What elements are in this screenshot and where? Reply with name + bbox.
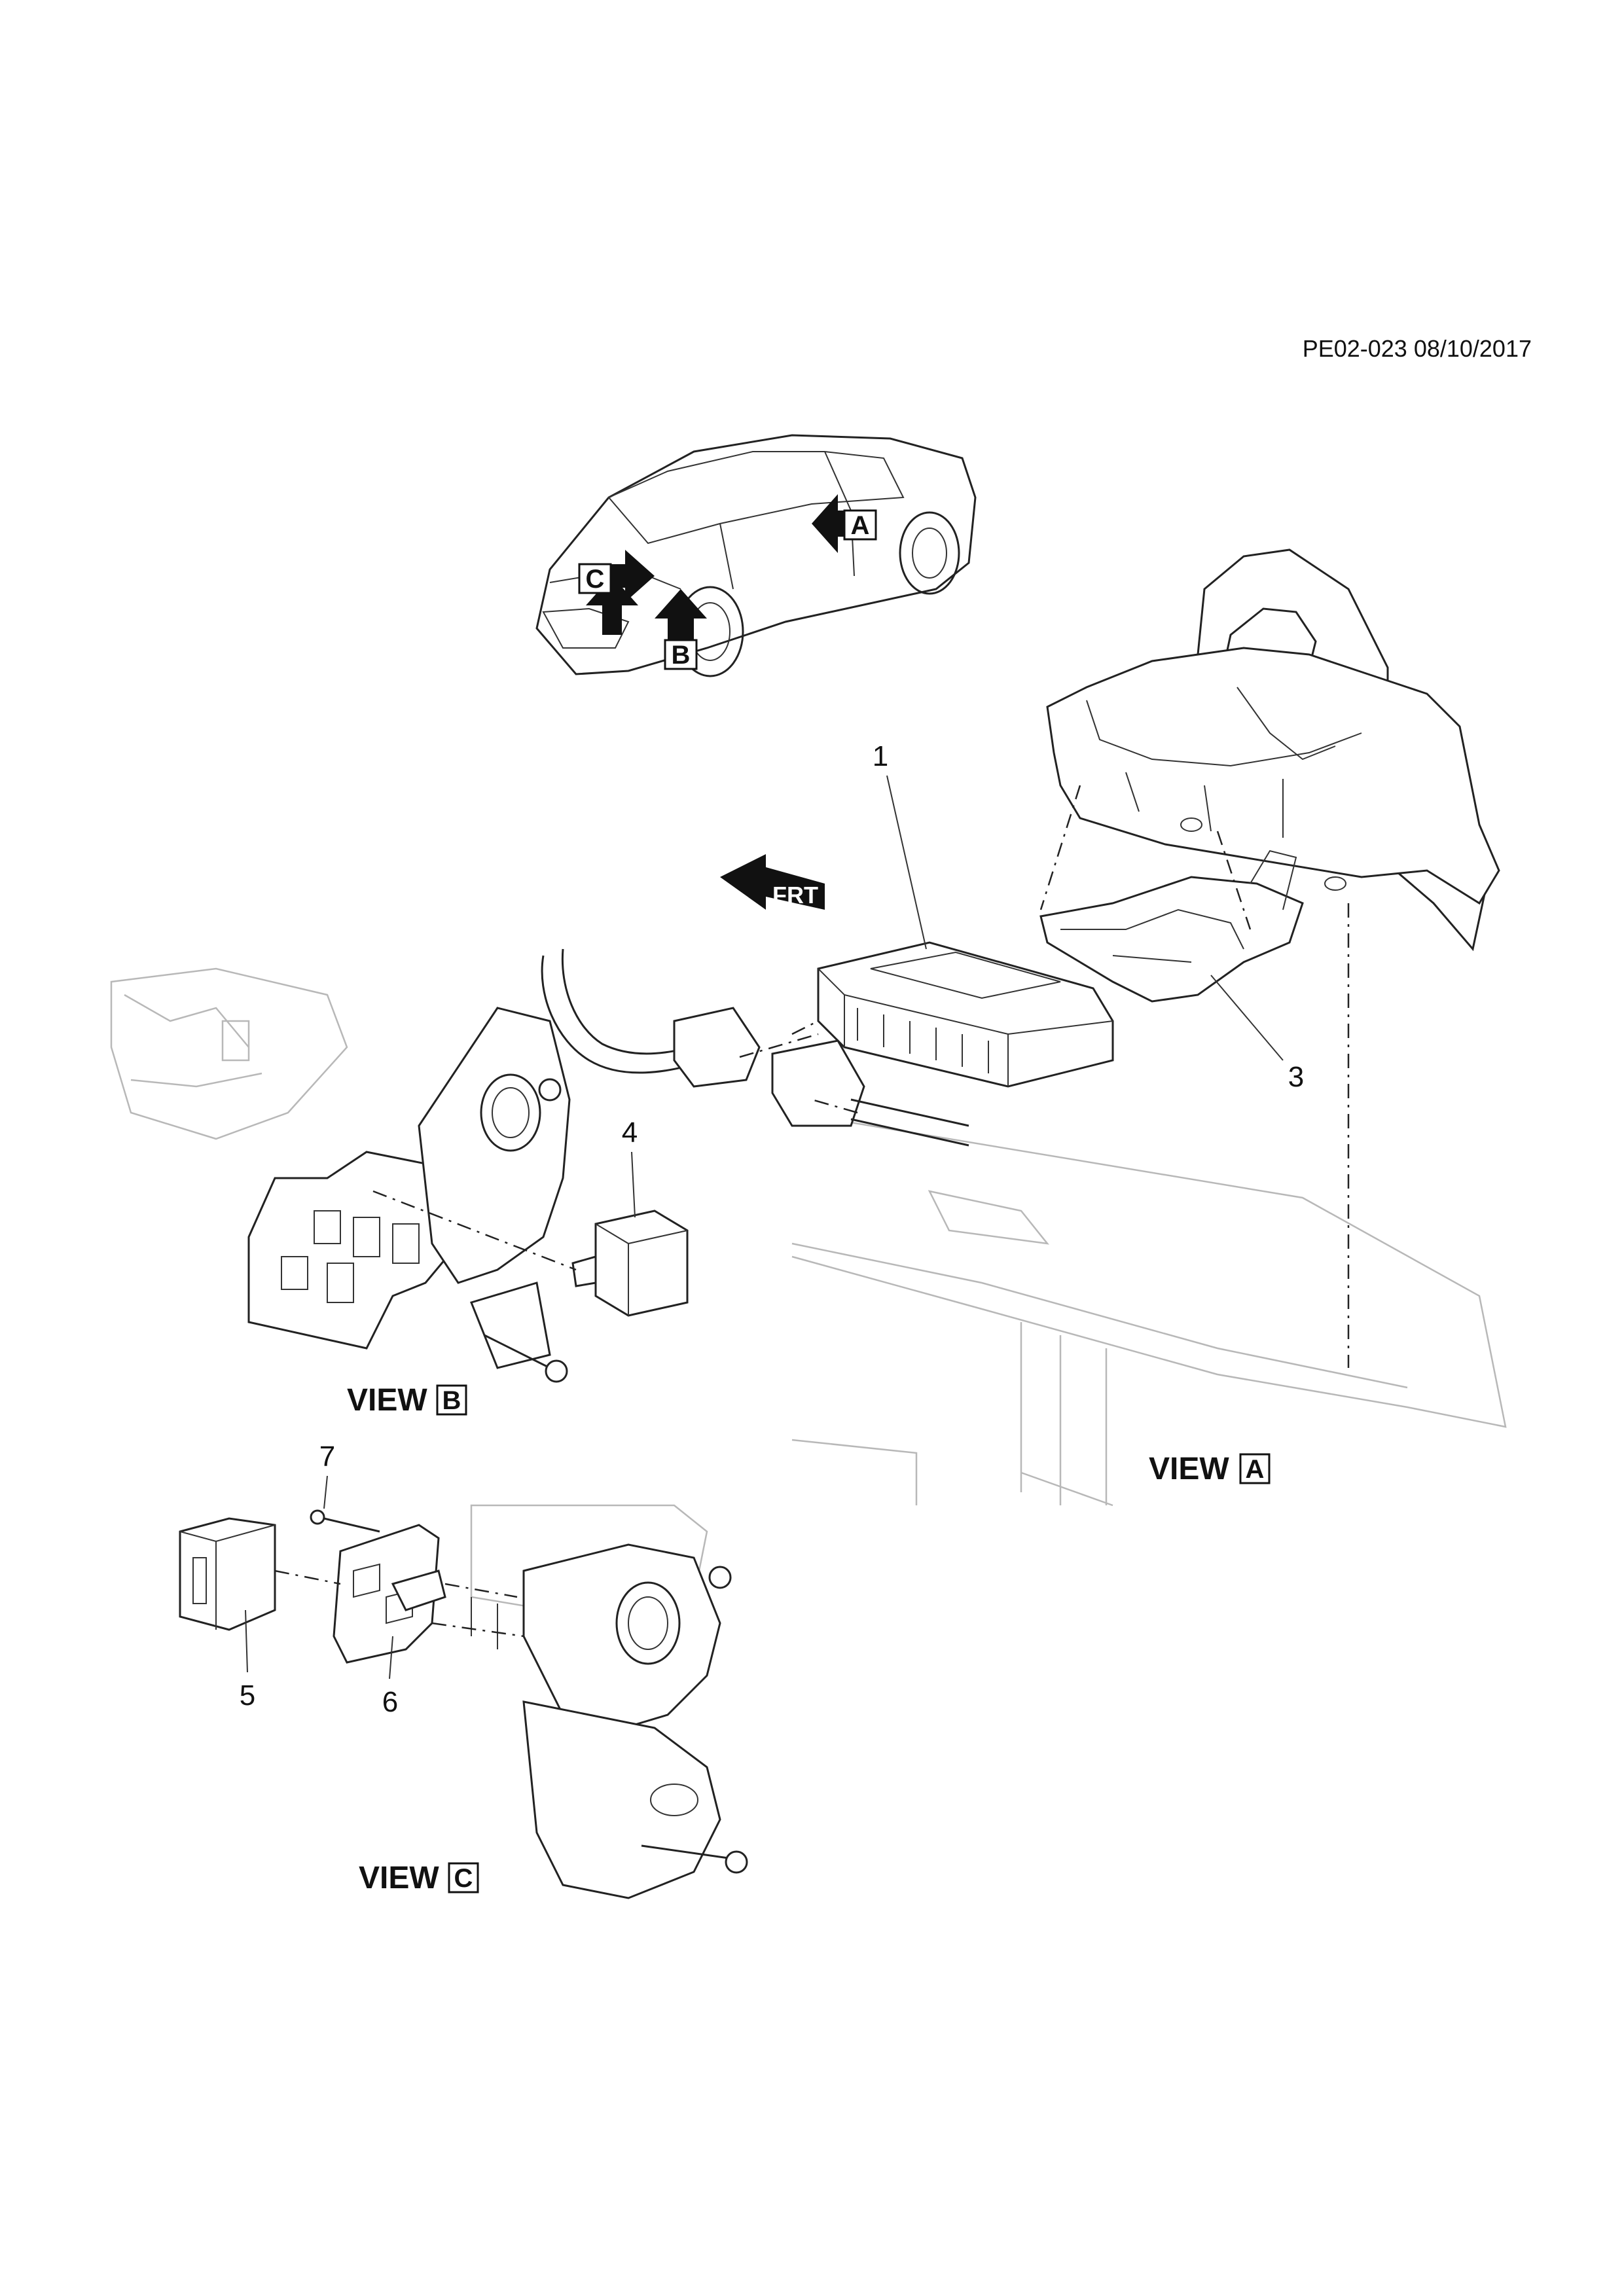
- view-c-letter: C: [454, 1864, 473, 1893]
- front-direction-arrow: FRT: [720, 854, 825, 910]
- view-b-letter: B: [442, 1386, 461, 1415]
- car-marker-c: C: [578, 550, 655, 635]
- view-a-illustration: FRT: [541, 548, 1507, 1507]
- car-marker-b: B: [655, 589, 707, 670]
- document-reference: PE02-023 08/10/2017: [1303, 335, 1532, 362]
- view-a-label: VIEW A: [1149, 1452, 1271, 1486]
- car-marker-a: A: [812, 494, 877, 553]
- callout-5: 5: [240, 1679, 255, 1712]
- view-c-illustration: [179, 1475, 748, 1899]
- car-marker-a-letter: A: [851, 511, 870, 540]
- callout-4: 4: [622, 1117, 638, 1149]
- callout-1: 1: [873, 740, 888, 772]
- car-marker-b-letter: B: [672, 641, 691, 670]
- callout-7: 7: [319, 1441, 335, 1473]
- car-marker-c-letter: C: [586, 565, 605, 594]
- view-c-word: VIEW: [359, 1861, 439, 1895]
- view-c-label: VIEW C: [359, 1861, 479, 1895]
- view-b-label: VIEW B: [347, 1383, 467, 1418]
- callout-6: 6: [382, 1686, 398, 1718]
- vehicle-overview-illustration: [535, 434, 977, 677]
- view-a-word: VIEW: [1149, 1452, 1229, 1486]
- view-b-word: VIEW: [347, 1383, 427, 1418]
- callout-3: 3: [1288, 1061, 1304, 1093]
- view-a-letter: A: [1246, 1455, 1265, 1484]
- view-b-illustration: [110, 967, 689, 1383]
- front-marker-text: FRT: [772, 882, 818, 908]
